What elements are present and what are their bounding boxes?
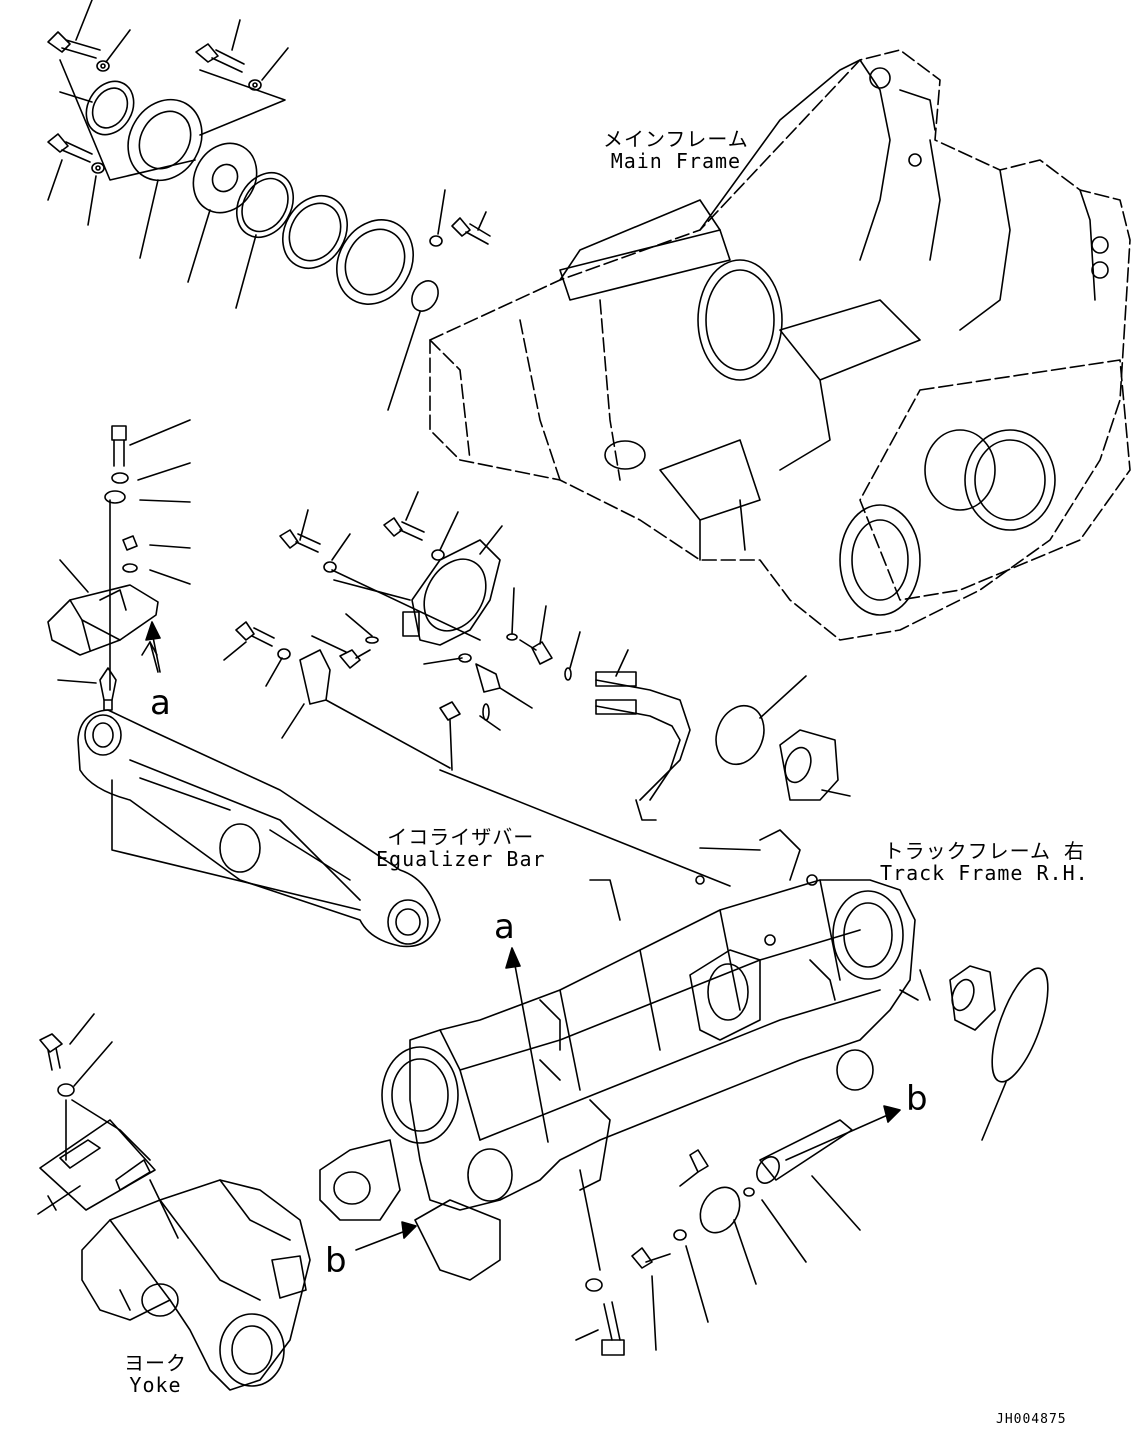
callout-b-left: b (325, 1241, 347, 1281)
track-frame-label-jp: トラックフレーム 右 (883, 839, 1086, 863)
track-frame (319, 675, 1049, 1356)
document-id: JH004875 (996, 1412, 1067, 1427)
main-frame-label: メインフレーム Main Frame (603, 128, 749, 172)
main-frame-label-jp: メインフレーム (603, 127, 749, 151)
track-frame-label: トラックフレーム 右 Track Frame R.H. (880, 840, 1089, 884)
callout-b-right: b (906, 1079, 928, 1119)
seal-plate-assembly (47, 0, 491, 411)
equalizer-bar-label: イコライザバー Egualizer Bar (376, 826, 546, 870)
callout-a-center: a (494, 907, 515, 947)
yoke-label-jp: ヨーク (124, 1351, 187, 1375)
track-frame-label-en: Track Frame R.H. (880, 861, 1089, 885)
yoke-label: ヨーク Yoke (124, 1352, 187, 1396)
yoke-label-en: Yoke (129, 1373, 182, 1397)
yoke (37, 1013, 311, 1391)
main-frame-outline (429, 49, 1131, 641)
equalizer-bar (77, 709, 441, 948)
main-frame-label-en: Main Frame (610, 149, 742, 173)
equalizer-bar-label-jp: イコライザバー (387, 825, 535, 849)
sensor-bracket-assembly (223, 491, 691, 821)
equalizer-bar-label-en: Egualizer Bar (376, 847, 546, 871)
guard-assembly (47, 419, 191, 711)
callout-a-left: a (150, 683, 171, 723)
callout-arrows (145, 621, 901, 1251)
